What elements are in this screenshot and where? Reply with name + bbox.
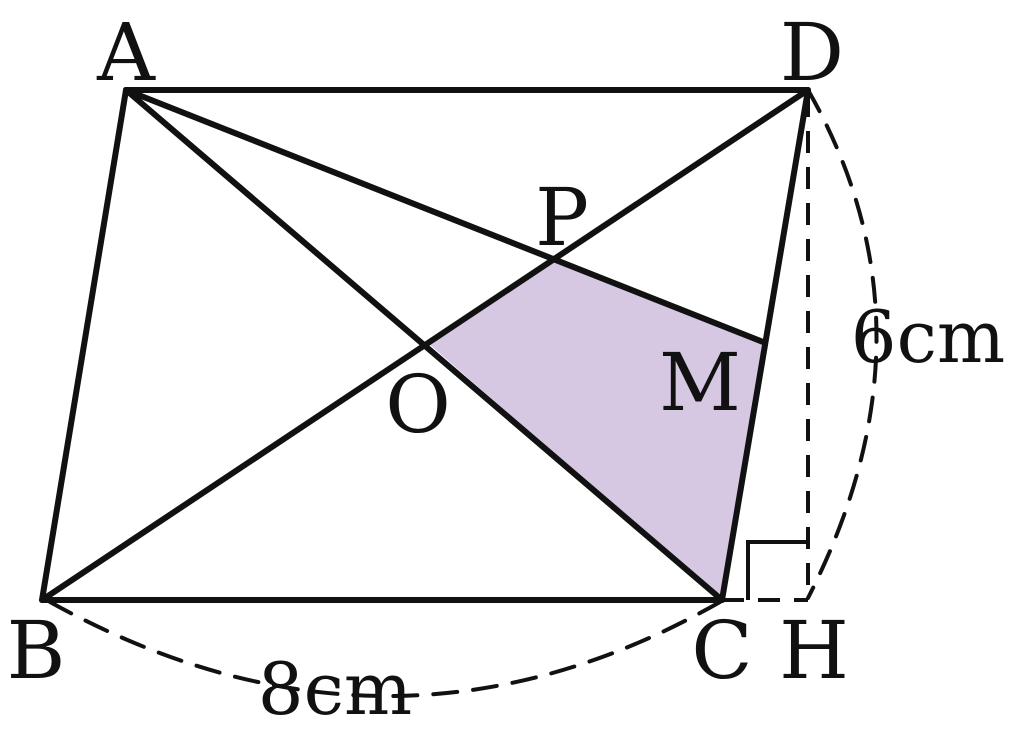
diagonal-bd	[39, 87, 811, 603]
dh-measure-arc	[806, 88, 879, 600]
segment-am	[123, 87, 766, 345]
label-point-a: A	[96, 6, 156, 99]
measure-dh-label: 6cm	[851, 295, 1005, 379]
right-angle-marker	[746, 540, 806, 600]
label-point-h: H	[779, 604, 849, 697]
label-point-m: M	[659, 336, 741, 429]
shaded-region-opmc	[428, 260, 763, 600]
label-point-d: D	[780, 6, 844, 99]
label-point-b: B	[7, 604, 66, 697]
label-point-o: O	[385, 358, 451, 451]
label-point-p: P	[535, 171, 589, 264]
label-point-c: C	[691, 604, 752, 697]
measure-bc-label: 8cm	[258, 647, 412, 731]
bc-measure-arc	[48, 600, 722, 698]
